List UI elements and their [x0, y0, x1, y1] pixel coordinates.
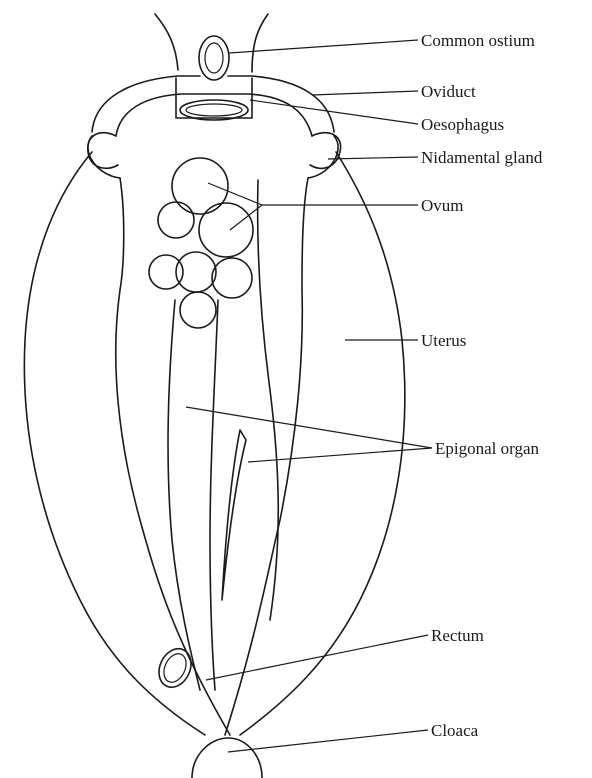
common-ostium-shape	[199, 36, 229, 80]
label-oviduct: Oviduct	[421, 83, 476, 100]
leader-ovum-1	[208, 183, 262, 205]
leader-cloaca	[228, 730, 428, 752]
cloaca-shape	[192, 738, 262, 778]
label-common-ostium: Common ostium	[421, 32, 535, 49]
nidamental-gland-left	[88, 133, 120, 178]
leader-oesophagus	[250, 100, 418, 124]
label-oesophagus: Oesophagus	[421, 116, 504, 133]
label-nidamental-gland: Nidamental gland	[421, 149, 542, 166]
leader-epigonal-1	[186, 407, 432, 448]
leader-nidamental-gland	[328, 157, 418, 159]
leader-lines	[186, 40, 432, 752]
leader-common-ostium	[229, 40, 418, 53]
uterus-left	[24, 152, 230, 735]
label-rectum: Rectum	[431, 627, 484, 644]
nidamental-gland-right	[308, 133, 341, 178]
label-uterus: Uterus	[421, 332, 466, 349]
label-epigonal-organ: Epigonal organ	[435, 440, 539, 457]
leader-oviduct	[312, 91, 418, 95]
ovum-cluster	[149, 158, 253, 328]
label-cloaca: Cloaca	[431, 722, 478, 739]
oesophagus-shape	[176, 78, 252, 120]
oviduct-shape	[92, 76, 334, 136]
leader-rectum	[206, 635, 428, 680]
label-ovum: Ovum	[421, 197, 464, 214]
